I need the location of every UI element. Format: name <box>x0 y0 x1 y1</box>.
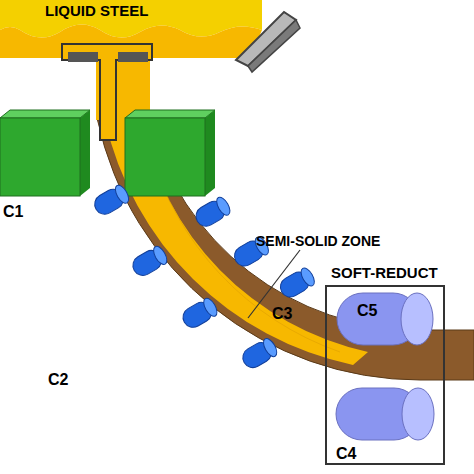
reduction-roll-end <box>402 388 434 440</box>
mold-block <box>0 118 80 196</box>
liquid-label: LIQUID STEEL <box>45 3 148 18</box>
roll-end <box>401 293 433 345</box>
roll-end <box>298 266 317 288</box>
support-rolls <box>91 183 317 371</box>
callout-number: C1 <box>3 204 23 220</box>
roll-outline <box>335 289 435 349</box>
roll-end <box>201 296 220 318</box>
zone-label: SEMI-SOLID ZONE <box>256 234 380 248</box>
mold-block-side <box>80 110 90 196</box>
callout-number: C3 <box>272 306 292 322</box>
roll-end <box>261 336 280 358</box>
mold-block-top <box>0 110 90 118</box>
nozzle-shadow <box>118 52 148 62</box>
zone-heading: SOFT-REDUCT <box>331 265 438 280</box>
support-roll <box>91 183 131 218</box>
support-roll <box>129 244 169 279</box>
mold-block-top <box>125 110 215 118</box>
support-roll <box>192 195 232 230</box>
roll-end <box>214 195 233 217</box>
roll-end <box>113 183 132 205</box>
nozzle-shadow <box>68 52 98 62</box>
tundish-wall-edge <box>248 20 300 72</box>
callout-number: C4 <box>336 446 356 462</box>
reduction-roll: C5 <box>335 289 435 349</box>
callout-number: C5 <box>357 303 377 319</box>
callout-number: C2 <box>48 372 68 388</box>
mold-block-side <box>205 110 215 196</box>
support-roll <box>239 336 279 371</box>
support-roll <box>277 266 317 301</box>
soft-reduction-box: SOFT-REDUCTC5 <box>325 285 445 465</box>
mold-block <box>125 118 205 196</box>
roll-end <box>151 244 170 266</box>
support-roll <box>179 296 219 331</box>
